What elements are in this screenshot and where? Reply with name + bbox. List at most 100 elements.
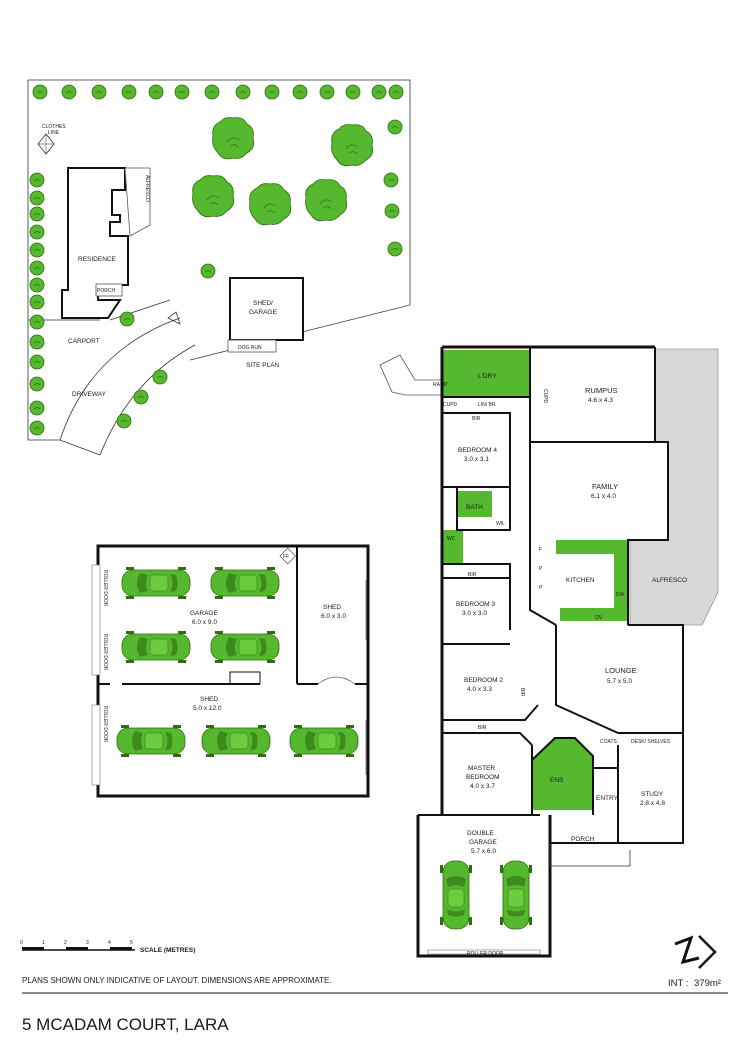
- master-dims: 4.0 x 3.7: [470, 783, 495, 790]
- dishwasher-label: DW: [616, 592, 625, 598]
- double-garage-label-1: DOUBLE: [467, 830, 494, 837]
- address-title: 5 MCADAM COURT, LARA: [22, 1015, 229, 1034]
- desk-shelves-label: DESK/ SHELVES: [631, 739, 671, 745]
- lin-br-label: LIN/ BR: [478, 402, 496, 408]
- bath-area: [457, 491, 492, 517]
- laundry-label: L'DRY: [478, 373, 497, 380]
- master-label-2: BEDROOM: [466, 774, 500, 781]
- site-dog-run: [227, 339, 277, 353]
- bedroom4-label: BEDROOM 4: [458, 447, 497, 454]
- shed-large-label: SHED: [200, 696, 218, 703]
- kitchen-bench: [556, 540, 628, 621]
- scale-bar: 0 1 2 3 4 5 SCALE (METRES): [20, 940, 195, 954]
- entry-label: ENTRY: [596, 795, 619, 802]
- master-label-1: MASTER: [468, 765, 495, 772]
- site-alfresco-label: ALFRESCO: [144, 175, 150, 202]
- shed-roller-door: [91, 704, 101, 786]
- bedroom3-dims: 3.0 x 3.0: [462, 610, 487, 617]
- roller-door-label-3: ROLLER DOOR: [102, 706, 108, 743]
- fridge-label: F: [539, 547, 542, 553]
- double-garage-label-2: GARAGE: [469, 839, 497, 846]
- garage-dims: 6.0 x 9.0: [192, 619, 217, 626]
- bedroom4-dims: 3.0 x 3.1: [464, 456, 489, 463]
- svg-text:CLOTHES: CLOTHES: [42, 124, 66, 130]
- ramp-label: RAMP: [433, 382, 448, 388]
- house-roller-door: [427, 949, 541, 955]
- roller-door-label-2: ROLLER DOOR: [102, 634, 108, 671]
- shed-small-label: SHED: [323, 604, 341, 611]
- residence-outline: [61, 167, 129, 319]
- site-dog-run-label: DOG RUN: [238, 345, 262, 351]
- wc-label: WC: [447, 536, 456, 542]
- scale-tick-3: 3: [86, 940, 89, 946]
- svg-text:LINE: LINE: [48, 130, 60, 136]
- alfresco-label: ALFRESCO: [652, 577, 687, 584]
- scale-tick-1: 1: [42, 940, 45, 946]
- scale-tick-0: 0: [20, 940, 23, 946]
- bedroom2-bir-label: BIR: [519, 688, 525, 697]
- wc-area: [442, 530, 463, 564]
- clothes-line-label: CLOTHES LINE: [42, 124, 66, 136]
- study-dims: 2.8 x 4.8: [640, 800, 665, 807]
- lounge-label: LOUNGE: [605, 666, 637, 675]
- garage-roller-door: [91, 564, 101, 676]
- site-garage-label: GARAGE: [249, 309, 277, 316]
- laundry-area: [442, 350, 530, 396]
- rumpus-dims: 4.6 x 4.3: [588, 397, 613, 404]
- pantry-label-2: P: [539, 585, 543, 591]
- porch-label: PORCH: [571, 836, 595, 843]
- house-garage-cars: [440, 861, 532, 929]
- double-garage-dims: 5.7 x 6.0: [471, 848, 496, 855]
- ensuite-area: [532, 738, 593, 810]
- laundry-cupd-label: CUPD: [443, 402, 458, 408]
- site-porch: [95, 283, 123, 297]
- site-residence-label: RESIDENCE: [78, 256, 117, 263]
- outbuilding-plan: FF ROLLER DOOR ROLLER DOOR ROLLER DOOR G…: [91, 544, 370, 798]
- disclaimer-text: PLANS SHOWN ONLY INDICATIVE OF LAYOUT. D…: [22, 976, 332, 985]
- family-dims: 6.1 x 4.0: [591, 493, 616, 500]
- bedroom2-label: BEDROOM 2: [464, 677, 503, 684]
- site-big-trees: [192, 117, 374, 226]
- ensuite-label: ENS: [550, 777, 564, 784]
- site-driveway-label: DRIVEWAY: [72, 391, 107, 398]
- kitchen-label: KITCHEN: [566, 577, 595, 584]
- site-shed-label: SHED/: [253, 300, 273, 307]
- site-porch-label: PORCH: [97, 288, 115, 294]
- ff-label: FF: [283, 554, 289, 560]
- master-bir-label: BIR: [478, 725, 487, 731]
- bedroom3-bir-label: BIR: [468, 572, 477, 578]
- lounge-dims: 5.7 x 5.0: [607, 678, 632, 685]
- site-plan: CLOTHES LINE RESIDENCE ALFRESCO PORCH CA…: [27, 79, 411, 456]
- bedroom3-label: BEDROOM 3: [456, 601, 495, 608]
- oven-label: OV: [595, 615, 603, 621]
- scale-tick-2: 2: [64, 940, 67, 946]
- bedroom4-bir-label: BIR: [472, 416, 481, 422]
- wil-label: WIL: [496, 521, 505, 527]
- study-label: STUDY: [641, 791, 664, 798]
- scale-tick-4: 4: [108, 940, 111, 946]
- roller-door-label-1: ROLLER DOOR: [102, 570, 108, 607]
- house-plan: RAMP L'DRY CUPD LIN/ BR BIR CUPD RUMPUS …: [379, 345, 719, 958]
- scale-tick-5: 5: [130, 940, 133, 946]
- int-label: INT :: [668, 978, 688, 989]
- site-carport-label: CARPORT: [68, 338, 100, 345]
- family-label: FAMILY: [592, 482, 618, 491]
- coats-label: COATS: [600, 739, 618, 745]
- rumpus-label: RUMPUS: [585, 386, 618, 395]
- house-roller-door-label: ROLLER DOOR: [467, 951, 504, 957]
- garage-label: GARAGE: [190, 610, 218, 617]
- pantry-label-1: P: [539, 566, 543, 572]
- rumpus-cupd-label: CUPD: [542, 389, 548, 404]
- site-alfresco: [124, 167, 151, 237]
- shed-small-dims: 6.0 x 3.0: [321, 613, 346, 620]
- outbuilding-cars: [116, 566, 359, 758]
- ramp: [379, 354, 443, 396]
- scale-label: SCALE (METRES): [140, 947, 195, 954]
- shed-large-dims: 5.0 x 12.0: [193, 705, 222, 712]
- bath-label: BATH: [466, 504, 483, 511]
- bedroom2-dims: 4.0 x 3.3: [467, 686, 492, 693]
- int-value: 379m²: [694, 978, 721, 989]
- ff-icon: [279, 547, 296, 565]
